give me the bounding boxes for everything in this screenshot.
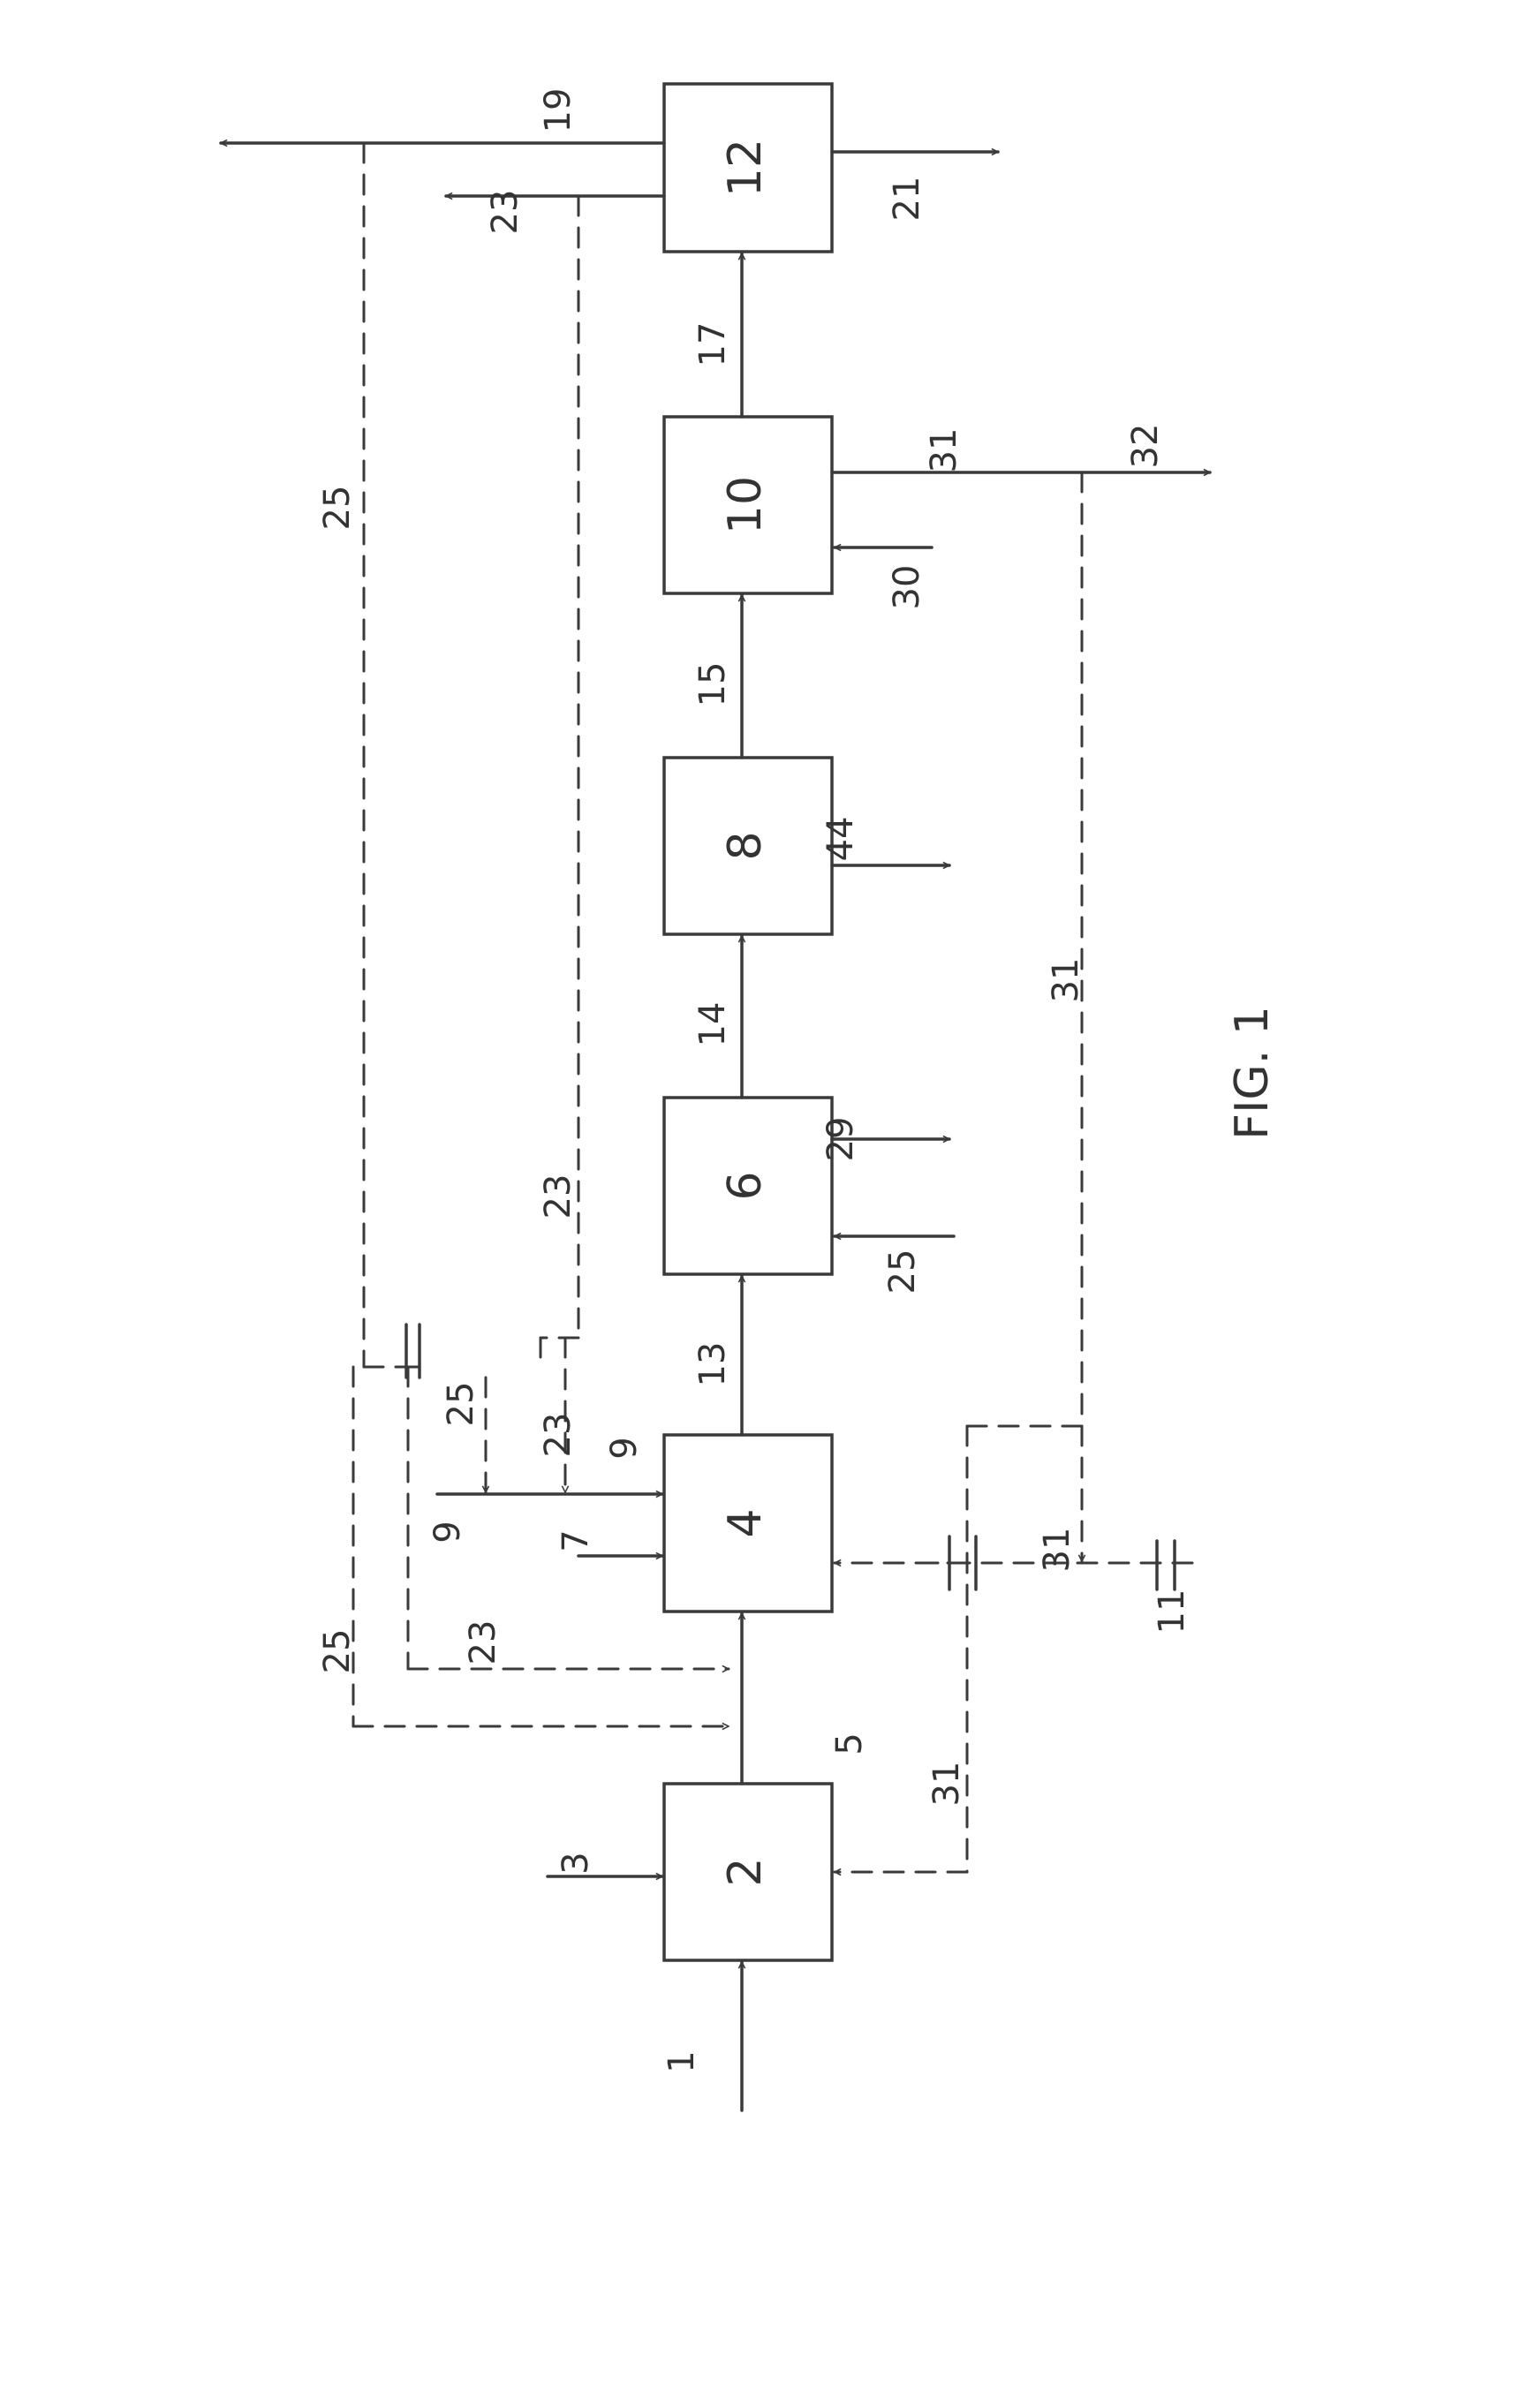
unit-6-label: 6 [719,1171,772,1200]
label-stream-25a: 25 [317,486,358,531]
label-stream-31a: 31 [924,428,964,473]
label-stream-25d: 25 [882,1249,923,1295]
label-stream-44: 44 [820,817,861,862]
label-stream-21: 21 [887,177,927,222]
label-stream-7: 7 [556,1529,596,1551]
unit-12: 12 [664,84,832,252]
unit-8: 8 [664,758,832,934]
label-stream-5: 5 [829,1732,870,1755]
label-stream-15: 15 [692,662,733,707]
label-stream-23d: 23 [463,1620,503,1665]
unit-10: 10 [664,417,832,593]
unit-12-label: 12 [719,139,772,197]
unit-6: 6 [664,1098,832,1274]
label-stream-13: 13 [692,1342,733,1387]
label-stream-9a: 9 [427,1521,468,1543]
unit-4-label: 4 [719,1508,772,1537]
label-stream-23a: 23 [485,190,525,235]
label-stream-11: 11 [1152,1589,1192,1634]
label-stream-17: 17 [692,322,733,367]
unit-8-label: 8 [719,831,772,860]
unit-10-label: 10 [719,476,772,534]
stream-labels: 1 3 5 7 9 9 11 13 14 15 17 19 21 23 23 2… [317,88,1192,2073]
unit-2-label: 2 [719,1857,772,1886]
label-stream-23c: 23 [538,1413,578,1458]
label-stream-9b: 9 [604,1437,645,1459]
label-stream-29: 29 [820,1117,861,1162]
label-stream-3: 3 [556,1852,596,1874]
unit-4: 4 [664,1435,832,1612]
label-stream-23b: 23 [538,1174,578,1219]
label-stream-32: 32 [1125,424,1166,469]
label-stream-30: 30 [887,565,927,610]
unit-2: 2 [664,1784,832,1960]
label-stream-31b: 31 [1046,958,1086,1003]
label-stream-25c: 25 [317,1629,358,1674]
figure-label: FIG. 1 [1226,1006,1279,1140]
label-stream-31d: 31 [926,1762,967,1807]
label-stream-25b: 25 [441,1382,481,1427]
label-stream-19: 19 [538,88,578,133]
label-stream-1: 1 [661,2050,702,2072]
label-stream-14: 14 [692,1002,733,1047]
label-stream-31c: 31 [1037,1528,1077,1573]
